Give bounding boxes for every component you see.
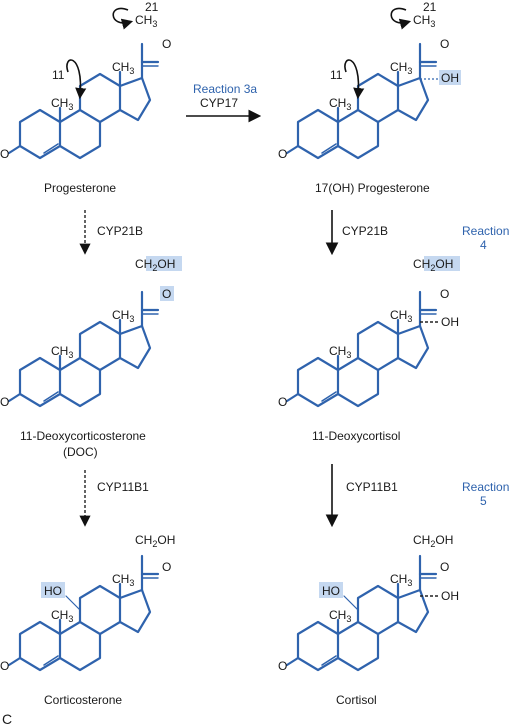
corticosterone-structure [7,554,160,672]
atom-ch2oh: CH2OH [413,533,453,549]
carbon-11-label: 11 [52,68,65,82]
reaction-4-label-line2: 4 [480,238,487,252]
compound-name-11-deoxycortisol: 11-Deoxycortisol [312,429,400,443]
ho-highlight [41,582,65,598]
progesterone-labels: O CH3 CH3 CH3 O 21 11 Progesterone [0,0,171,195]
atom-ch3: CH3 [390,572,412,588]
cortisol-structure [285,554,438,672]
atom-ch3: CH3 [390,308,412,324]
atom-ch3: CH3 [51,608,73,624]
doc-structure [7,290,160,408]
reaction-4: CYP21B Reaction 4 [325,210,509,256]
c21-curved-arrow [390,7,412,30]
c11-curved-arrow [344,59,365,100]
atom-o: O [440,287,449,301]
atom-oh: OH [441,71,459,85]
reaction-3a-label: Reaction 3a [193,82,257,96]
deoxycortisol-structure [285,290,438,408]
atom-ch3: CH3 [329,96,351,112]
atom-o: O [162,287,171,301]
compound-sub-doc: (DOC) [63,445,98,459]
doc-labels: O CH3 CH3 CH2OH O 11-Deoxycorticosterone… [0,256,182,459]
enzyme-label: CYP21B [97,224,143,238]
atom-o: O [278,147,287,161]
atom-oh: OH [441,315,459,329]
enzyme-label: CYP21B [342,224,388,238]
atom-ch3: CH3 [51,96,73,112]
atom-o: O [0,147,9,161]
atom-ch3: CH3 [135,13,157,29]
cortisol-labels: O CH3 CH3 CH2OH O OH HO Cortisol [278,533,459,707]
reaction-5-label-line1: Reaction [462,480,509,494]
atom-ch3: CH3 [112,572,134,588]
compound-name-cortisol: Cortisol [336,693,377,707]
atom-o: O [162,560,171,574]
atom-ch3: CH3 [329,344,351,360]
atom-ch2oh: CH2OH [135,533,175,549]
progesterone-structure [7,42,160,160]
atom-o: O [440,37,449,51]
c11-curved-arrow [66,59,87,100]
compound-name-doc: 11-Deoxycorticosterone [20,429,146,443]
ch2oh-highlight [146,256,182,271]
atom-ch3: CH3 [329,608,351,624]
atom-ch3: CH3 [413,13,435,29]
hydroxyprogesterone-labels: O CH3 CH3 CH3 O 21 11 OH 17(OH) Progeste… [278,0,461,195]
ketone-highlight [160,286,174,301]
deoxycortisol-labels: O CH3 CH3 CH2OH O OH 11-Deoxycortisol [278,256,460,443]
ch2oh-highlight [424,256,460,271]
atom-ch2oh: CH2OH [135,257,175,273]
atom-ch3: CH3 [112,60,134,76]
reaction-cyp21b-left: CYP21B [79,210,143,255]
reaction-3a: Reaction 3a CYP17 [186,82,262,123]
compound-name-progesterone: Progesterone [44,181,116,195]
atom-ch3: CH3 [51,344,73,360]
hydroxyprogesterone-structure [285,42,438,160]
atom-ho: HO [322,584,340,598]
enzyme-label: CYP11B1 [97,480,149,494]
ho-highlight [319,582,343,598]
atom-oh: OH [441,589,459,603]
compound-name-corticosterone: Corticosterone [44,693,122,707]
atom-o: O [440,560,449,574]
reaction-5: CYP11B1 Reaction 5 [325,464,509,528]
corticosterone-labels: O CH3 CH3 CH2OH O HO Corticosterone [0,533,175,707]
carbon-21-label: 21 [145,0,159,14]
atom-o: O [162,37,171,51]
reaction-cyp11b1-left: CYP11B1 [79,470,149,527]
compound-name-17oh-progesterone: 17(OH) Progesterone [315,181,430,195]
atom-o: O [0,395,9,409]
carbon-21-label: 21 [423,0,437,14]
atom-o: O [278,395,287,409]
atom-ch3: CH3 [112,308,134,324]
enzyme-label: CYP11B1 [346,480,398,494]
atom-o: O [0,659,9,673]
atom-ch2oh: CH2OH [413,257,453,273]
atom-ch3: CH3 [390,60,412,76]
ho-bond [65,595,81,611]
atom-o: O [278,659,287,673]
c21-curved-arrow [112,7,134,30]
panel-letter: C [2,711,12,727]
reaction-5-label-line2: 5 [480,494,487,508]
reaction-3a-enzyme: CYP17 [200,96,238,110]
atom-ho: HO [44,584,62,598]
oh-highlight [439,70,461,85]
reaction-4-label-line1: Reaction [462,224,509,238]
carbon-11-label: 11 [330,68,343,82]
ho-bond [343,595,359,611]
